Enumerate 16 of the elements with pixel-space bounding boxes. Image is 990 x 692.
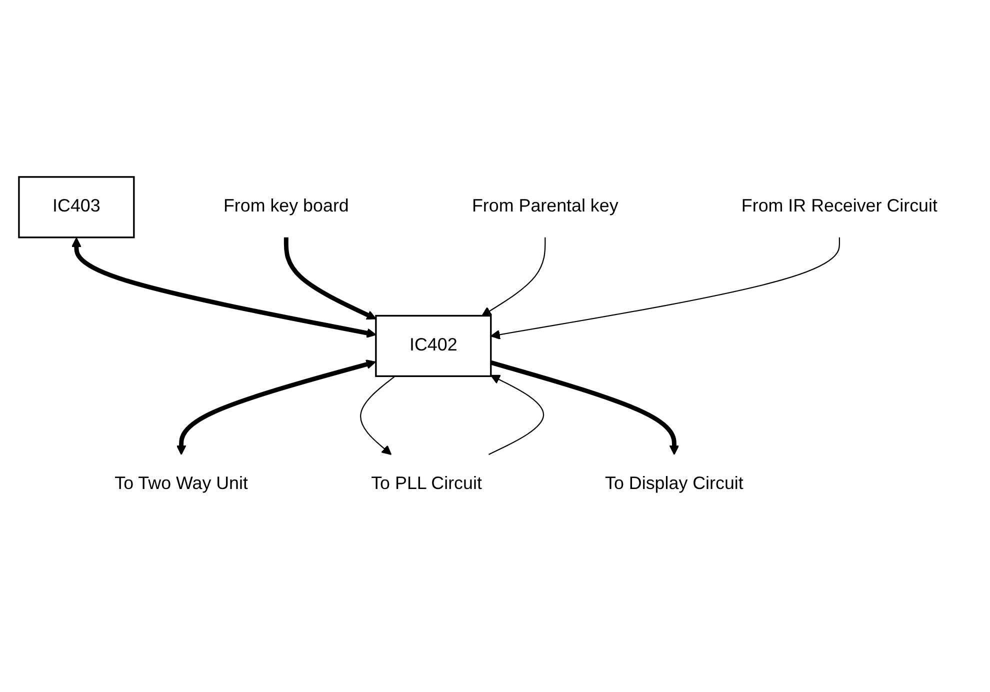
- text-label: From key board: [223, 197, 349, 216]
- text-label: To PLL Circuit: [371, 474, 482, 494]
- arrow: [488, 374, 544, 456]
- arrow: [176, 360, 376, 456]
- arrow: [490, 360, 680, 456]
- text-label: From Parental key: [472, 197, 618, 216]
- text-label: To Display Circuit: [605, 474, 744, 494]
- chip-block: IC402: [375, 314, 492, 378]
- arrow: [72, 237, 376, 338]
- arrow: [482, 237, 546, 316]
- text-label: To Two Way Unit: [114, 474, 248, 494]
- chip-block: IC403: [18, 176, 135, 238]
- text-label: From IR Receiver Circuit: [741, 197, 938, 216]
- arrow: [490, 237, 840, 340]
- arrow: [284, 237, 376, 320]
- arrow: [360, 376, 396, 456]
